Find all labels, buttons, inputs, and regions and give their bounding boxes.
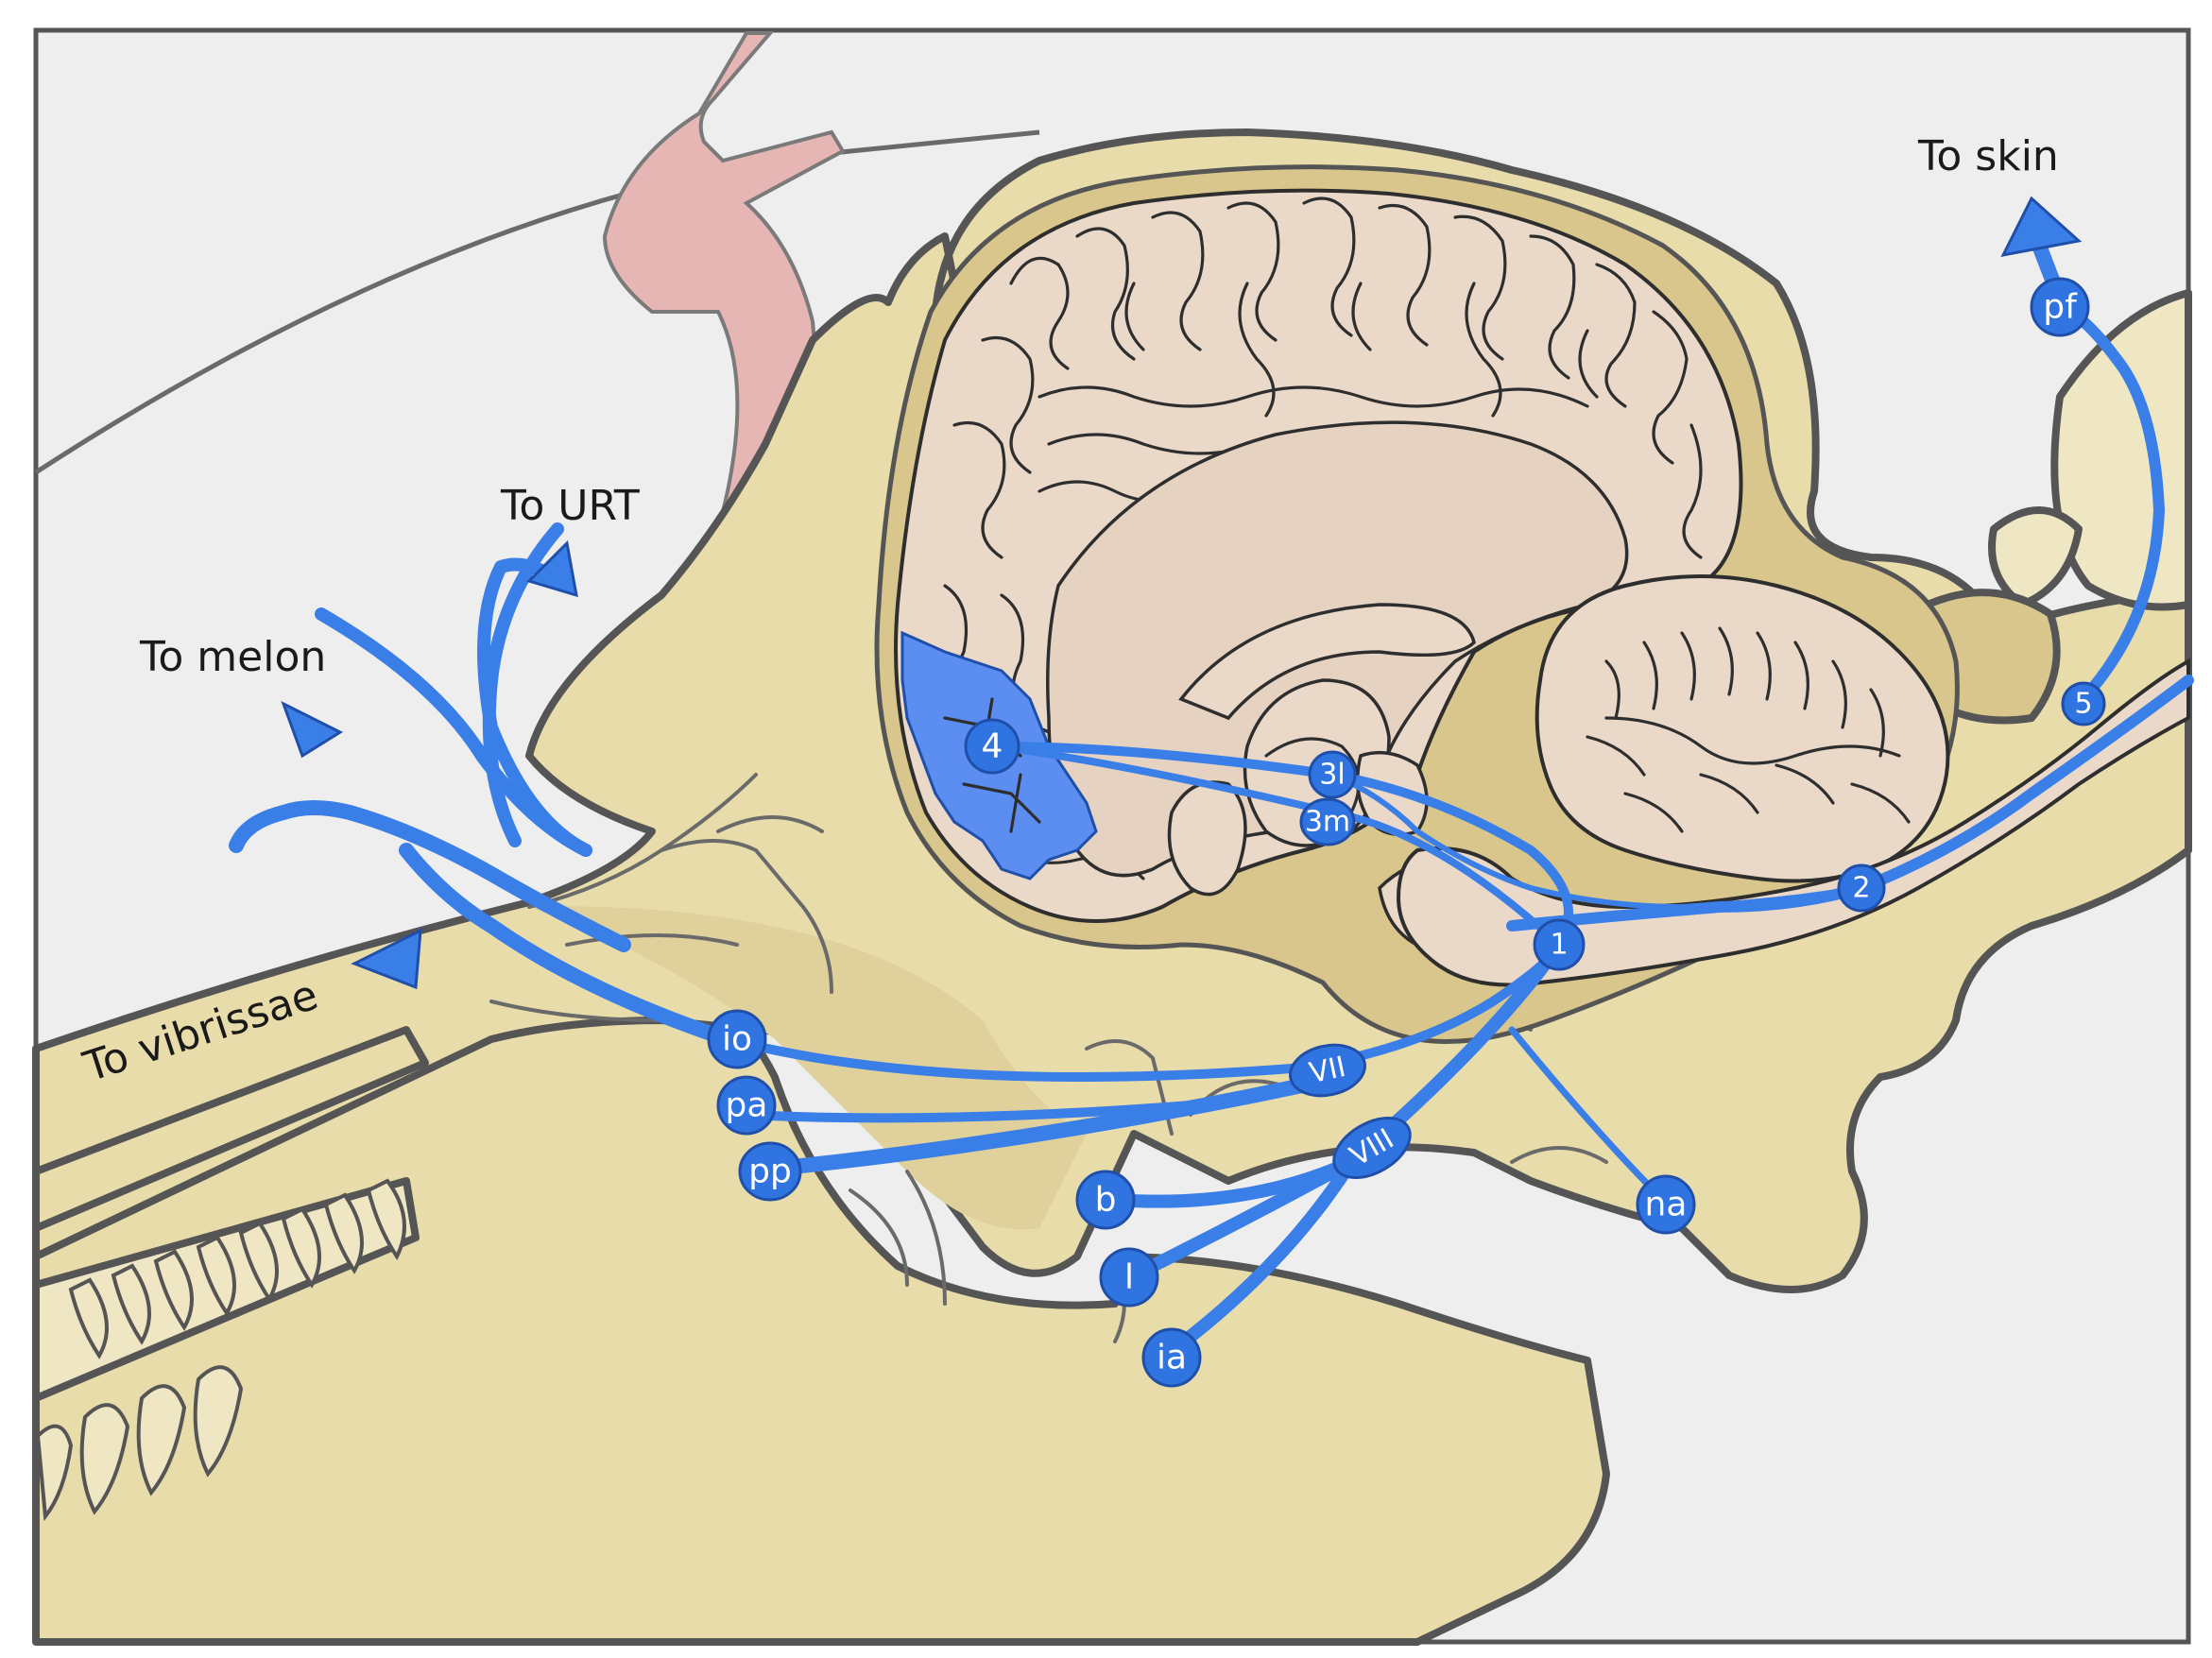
svg-text:5: 5 — [2074, 688, 2092, 721]
arrowheads — [281, 196, 2083, 990]
to-skin-label: To skin — [1917, 132, 2059, 180]
node-2: 2 — [1837, 863, 1886, 913]
node-3l: 3l — [1308, 750, 1357, 799]
node-viii: VIII — [1332, 1117, 1412, 1179]
rostrum-bone — [32, 1026, 429, 1232]
svg-text:io: io — [722, 1020, 752, 1059]
arrow-skin — [2000, 196, 2083, 258]
vertebra — [1988, 506, 2083, 608]
node-1: 1 — [1533, 918, 1586, 971]
svg-text:l: l — [1124, 1258, 1134, 1297]
svg-text:pp: pp — [748, 1153, 792, 1191]
svg-text:2: 2 — [1852, 872, 1870, 905]
arrow-urt — [526, 539, 578, 598]
svg-text:VII: VII — [1307, 1051, 1349, 1090]
svg-text:1: 1 — [1550, 929, 1568, 962]
node-5: 5 — [2061, 681, 2106, 726]
svg-text:pf: pf — [2043, 288, 2078, 327]
node-pp: pp — [738, 1141, 802, 1202]
node-na: na — [1636, 1174, 1696, 1235]
corpus-callosum — [1178, 603, 1476, 721]
svg-text:pa: pa — [726, 1086, 768, 1125]
svg-text:na: na — [1645, 1186, 1688, 1224]
to-urt-label: To URT — [500, 482, 640, 530]
svg-text:3m: 3m — [1305, 806, 1350, 839]
node-3m: 3m — [1299, 797, 1356, 846]
node-io: io — [707, 1009, 767, 1069]
nodes: pf 5 4 3l 3m 2 1 io — [707, 277, 2106, 1388]
hypothalamus — [1167, 780, 1247, 897]
svg-text:3l: 3l — [1319, 759, 1345, 792]
node-pf: pf — [2030, 277, 2090, 337]
node-ia: ia — [1141, 1327, 1202, 1388]
node-4: 4 — [964, 718, 1020, 775]
svg-text:ia: ia — [1157, 1339, 1187, 1377]
arrow-melon — [281, 700, 344, 759]
cerebellum — [1535, 574, 1950, 883]
svg-text:b: b — [1095, 1181, 1117, 1220]
node-b: b — [1075, 1170, 1136, 1230]
node-l: l — [1099, 1247, 1159, 1308]
node-vii: VII — [1289, 1043, 1366, 1098]
occipital-condyle — [1924, 589, 2061, 725]
to-melon-label: To melon — [139, 633, 326, 681]
svg-text:4: 4 — [982, 727, 1003, 766]
node-pa: pa — [716, 1075, 777, 1136]
cerebellum-folia — [1586, 626, 1911, 833]
teeth — [32, 1177, 420, 1522]
arrow-vibrissae — [351, 928, 422, 990]
